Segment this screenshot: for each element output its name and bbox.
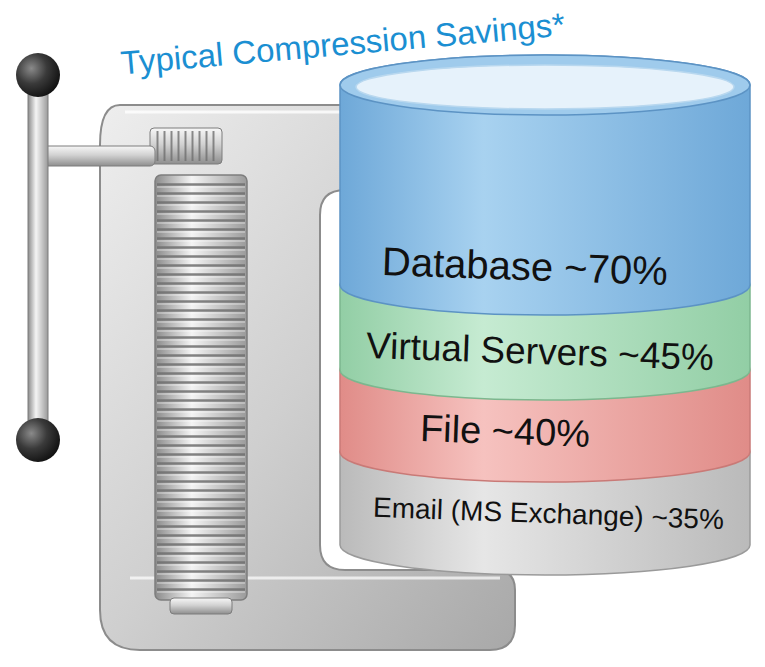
screw-tip bbox=[170, 598, 232, 614]
screw-body bbox=[155, 175, 247, 600]
band-body bbox=[340, 55, 750, 315]
handle-ball bbox=[16, 418, 60, 462]
handle-bar bbox=[28, 78, 48, 438]
stack-top-face bbox=[340, 55, 750, 115]
handle-ball bbox=[16, 53, 60, 97]
nut-thread bbox=[153, 131, 219, 161]
band-label: File ~40% bbox=[419, 408, 590, 456]
stack-top-inner bbox=[356, 65, 734, 109]
nut-block bbox=[150, 128, 222, 164]
storage-band: Database ~70% bbox=[340, 55, 750, 315]
screw-thread bbox=[157, 180, 245, 595]
handle-rod bbox=[40, 146, 155, 166]
